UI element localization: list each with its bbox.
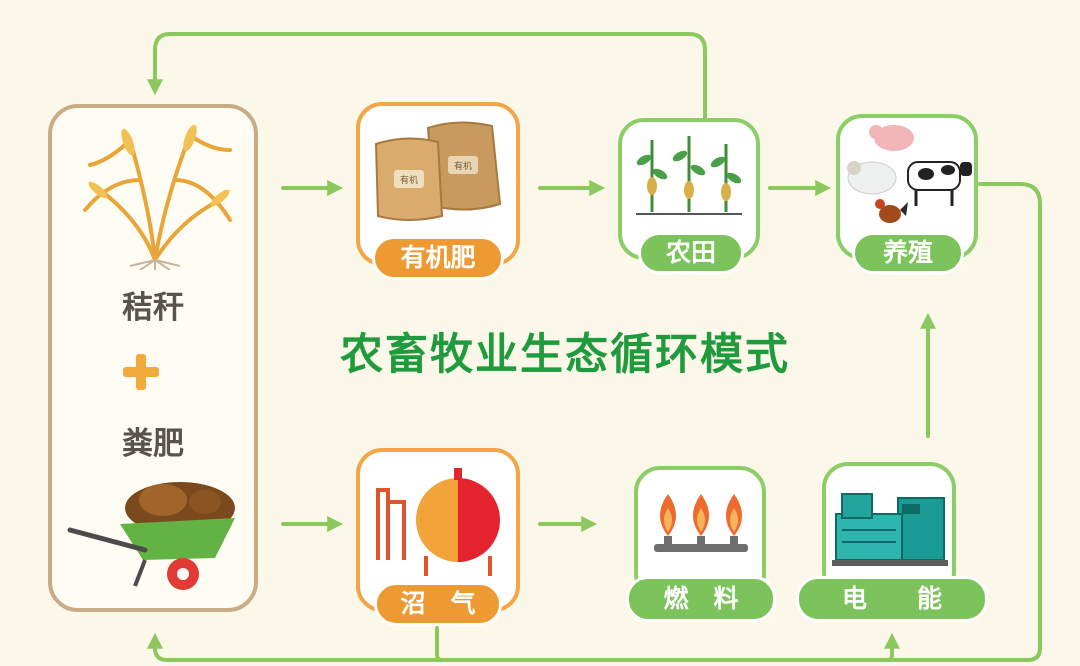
organic-fertilizer-tag: 有机肥 — [372, 236, 504, 280]
generator-icon — [832, 493, 948, 566]
manure-label: 粪肥 — [122, 426, 184, 462]
fertilizer-bags-icon: 有机 有机 — [374, 121, 502, 221]
biogas-tank-icon — [376, 468, 500, 576]
farmland-tag: 农田 — [638, 232, 744, 274]
fuel-tag: 燃 料 — [626, 576, 776, 622]
electricity-tag: 电 能 — [796, 576, 988, 622]
bag-label-left: 有机 — [400, 174, 418, 186]
arrow-biogas-to-electricity — [435, 626, 900, 662]
crop-plants-icon — [636, 136, 742, 215]
breeding-tag: 养殖 — [852, 232, 964, 274]
arrow-breeding-to-manure — [147, 182, 1042, 662]
biogas-tag: 沼 气 — [374, 582, 502, 626]
plus-icon — [123, 354, 159, 390]
bag-label-right: 有机 — [454, 160, 472, 172]
straw-label: 秸秆 — [122, 290, 184, 326]
wheelbarrow-manure-icon — [67, 482, 235, 590]
diagram-title: 农畜牧业生态循环模式 — [340, 330, 790, 380]
straw-icon — [83, 124, 232, 270]
arrow-farmland-to-straw — [147, 32, 707, 120]
gas-flame-icon — [654, 494, 748, 552]
livestock-icon — [847, 125, 972, 223]
